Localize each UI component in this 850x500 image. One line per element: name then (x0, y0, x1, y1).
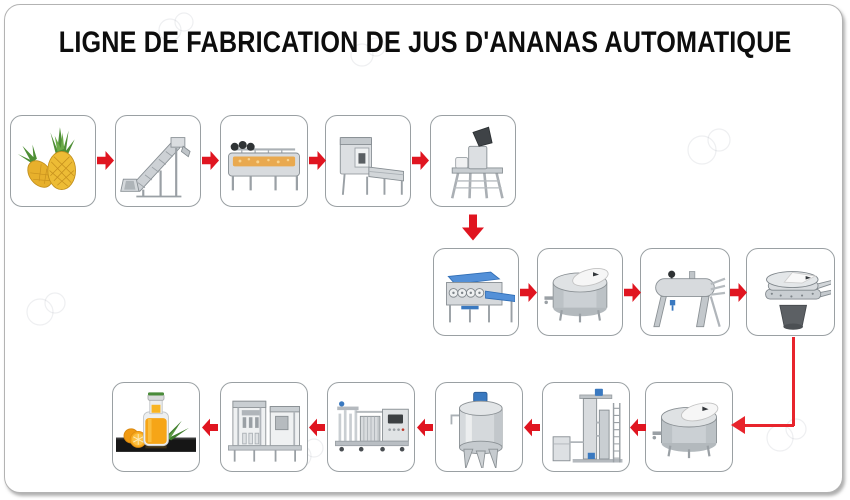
flow-arrow-right (730, 282, 747, 303)
step-box-vibrating-sieve (746, 248, 835, 336)
step-box-pasteurizer (327, 382, 415, 472)
flow-arrow-down (462, 214, 484, 241)
step-box-washer (220, 115, 308, 207)
step-box-crusher (430, 115, 516, 207)
connector-line-horizontal (743, 424, 794, 427)
step-box-degasser (542, 382, 630, 472)
flow-arrow-left (524, 417, 540, 438)
pineapple-juice-bottle-image (116, 392, 196, 452)
peeling-machine-image (339, 137, 404, 195)
connector-arrowhead-left (731, 416, 745, 434)
flow-arrow-right (520, 282, 537, 303)
step-box-filling-machine (220, 382, 308, 472)
page-title: LIGNE DE FABRICATION DE JUS D'ANANAS AUT… (0, 26, 850, 60)
flow-arrow-right (412, 150, 429, 171)
step-box-round-tank-b (645, 382, 733, 472)
step-box-belt-press (433, 248, 519, 336)
filling-capping-machine-image (228, 400, 302, 462)
flow-arrow-left (309, 417, 325, 438)
step-box-conveyor (115, 115, 201, 207)
flow-arrow-right (97, 150, 114, 171)
inclined-conveyor-image (120, 137, 191, 198)
step-box-peeler (325, 115, 411, 207)
belt-juice-press-image (446, 271, 515, 323)
flow-arrow-right (309, 150, 326, 171)
flow-arrow-left (417, 417, 433, 438)
degassing-machine-image (552, 388, 623, 463)
flow-arrow-left (202, 417, 218, 438)
storage-tank-image (450, 391, 503, 468)
fresh-pineapples-image (17, 127, 76, 191)
step-box-juice-product (112, 382, 200, 472)
page-title-text: LIGNE DE FABRICATION DE JUS D'ANANAS AUT… (58, 26, 792, 59)
round-collecting-tank-image (544, 268, 609, 323)
step-box-horizontal-filter (640, 248, 730, 336)
step-box-pineapples (10, 115, 96, 207)
vibrating-sieve-image (765, 271, 831, 330)
step-box-round-tank-a (537, 248, 623, 336)
round-mixing-tank-image (652, 402, 719, 459)
crushing-machine-image (450, 126, 504, 199)
flow-arrow-right (202, 150, 219, 171)
flow-arrow-left (630, 417, 646, 438)
washing-machine-image (228, 141, 300, 191)
horizontal-filter-machine-image (653, 270, 726, 328)
step-box-storage-tank (435, 382, 523, 472)
connector-line-vertical (792, 337, 795, 426)
pasteurizing-machine-image (335, 401, 409, 452)
flow-arrow-right (624, 282, 641, 303)
